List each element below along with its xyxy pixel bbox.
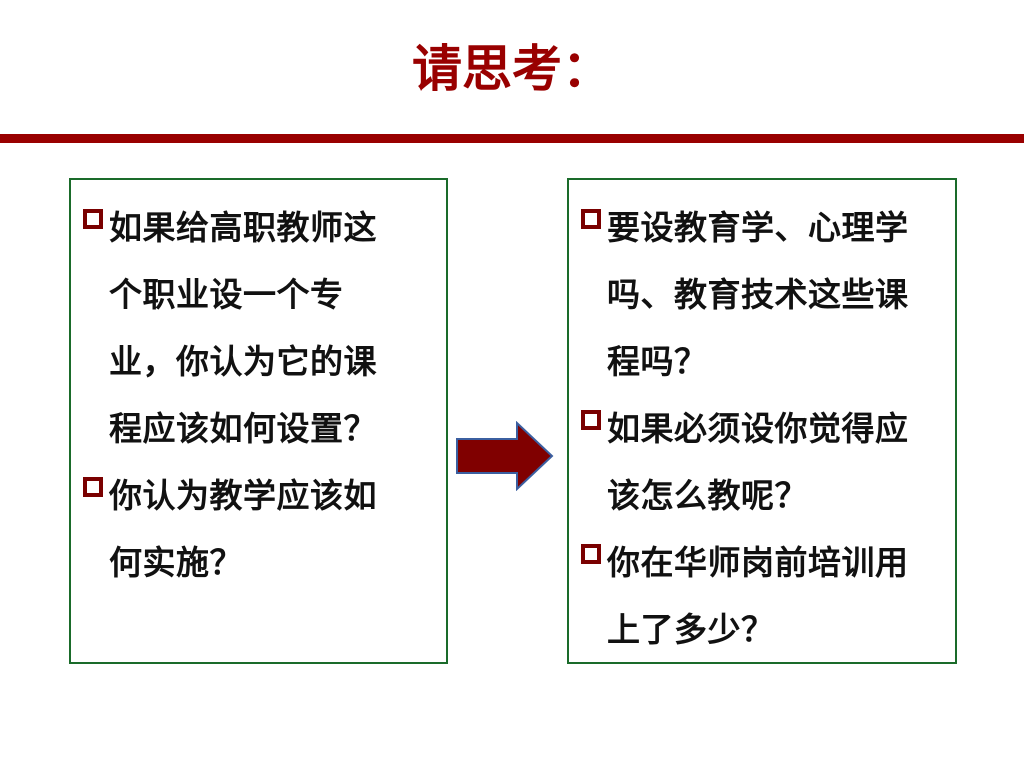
- square-bullet-icon: [83, 477, 103, 497]
- square-bullet-icon: [581, 209, 601, 229]
- list-item: 你在华师岗前培训用上了多少？: [581, 529, 945, 663]
- square-bullet-icon: [581, 410, 601, 430]
- square-bullet-icon: [83, 209, 103, 229]
- left-question-box: 如果给高职教师这个职业设一个专业，你认为它的课程应该如何设置？ 你认为教学应该如…: [69, 178, 448, 664]
- slide-title: 请思考：: [412, 39, 612, 98]
- list-item: 如果给高职教师这个职业设一个专业，你认为它的课程应该如何设置？: [83, 194, 436, 462]
- bullet-text: 如果必须设你觉得应该怎么教呢？: [607, 409, 909, 515]
- bullet-text: 如果给高职教师这个职业设一个专业，你认为它的课程应该如何设置？: [109, 208, 377, 448]
- right-arrow-icon: [456, 421, 554, 491]
- right-question-box: 要设教育学、心理学吗、教育技术这些课程吗？ 如果必须设你觉得应该怎么教呢？ 你在…: [567, 178, 957, 664]
- list-item: 如果必须设你觉得应该怎么教呢？: [581, 395, 945, 529]
- title-divider: [0, 134, 1024, 143]
- bullet-text: 你认为教学应该如何实施？: [109, 476, 377, 582]
- bullet-text: 要设教育学、心理学吗、教育技术这些课程吗？: [607, 208, 909, 381]
- list-item: 要设教育学、心理学吗、教育技术这些课程吗？: [581, 194, 945, 395]
- square-bullet-icon: [581, 544, 601, 564]
- bullet-text: 你在华师岗前培训用上了多少？: [607, 543, 909, 649]
- list-item: 你认为教学应该如何实施？: [83, 462, 436, 596]
